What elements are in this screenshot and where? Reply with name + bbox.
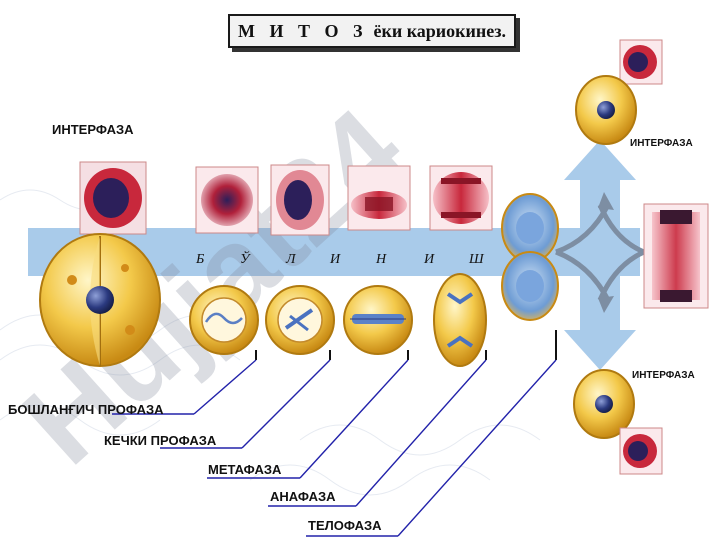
stage-label-telophase: ТЕЛОФАЗА <box>308 518 382 533</box>
band-letters: Б Ў Л И Н И Ш <box>195 249 485 267</box>
curved-arrow-heads <box>598 192 614 313</box>
micrograph-late-prophase <box>270 164 330 236</box>
band-letter: Ш <box>468 252 485 267</box>
interphase-label-top-right: ИНТЕРФАЗА <box>630 138 693 149</box>
stage-pointer-lines <box>112 330 557 537</box>
stage-label-late-prophase: КЕЧКИ ПРОФАЗА <box>104 433 217 448</box>
micrograph-telophase <box>643 203 709 309</box>
micrograph-metaphase <box>347 165 411 231</box>
cell-metaphase <box>343 285 413 355</box>
curved-arrows <box>555 203 646 302</box>
stage-label-metaphase: МЕТАФАЗА <box>208 462 282 477</box>
interphase-label-left: ИНТЕРФАЗА <box>52 122 134 137</box>
title-main: М И Т О З <box>237 20 368 41</box>
stage-label-anaphase: АНАФАЗА <box>270 489 336 504</box>
micrograph-interphase-top <box>619 39 663 85</box>
cell-early-prophase <box>189 285 259 355</box>
division-arrow <box>564 140 636 370</box>
band-letter: Б <box>195 252 204 267</box>
daughter-cell-top <box>575 75 637 145</box>
interphase-cell-left <box>39 233 161 367</box>
micrograph-interphase-bottom <box>619 427 663 475</box>
diagram-title: М И Т О З ёки кариокинез. <box>228 14 516 48</box>
cell-telophase <box>501 193 559 321</box>
stage-label-early-prophase: БОШЛАНҒИЧ ПРОФАЗА <box>8 402 164 417</box>
title-rest: ёки кариокинез. <box>373 20 507 41</box>
cell-late-prophase <box>265 285 335 355</box>
daughter-cell-bottom <box>573 369 635 439</box>
cell-anaphase <box>433 273 487 367</box>
interphase-micrograph-left <box>79 161 147 235</box>
band-letter: И <box>423 252 435 267</box>
band-letter: Л <box>285 252 297 267</box>
band-letter: Ў <box>240 249 251 267</box>
interphase-label-bottom-right: ИНТЕРФАЗА <box>632 370 695 381</box>
band-letter: Н <box>375 252 387 267</box>
band-letter: И <box>329 252 341 267</box>
micrograph-anaphase <box>429 165 493 231</box>
micrograph-early-prophase <box>195 166 259 234</box>
